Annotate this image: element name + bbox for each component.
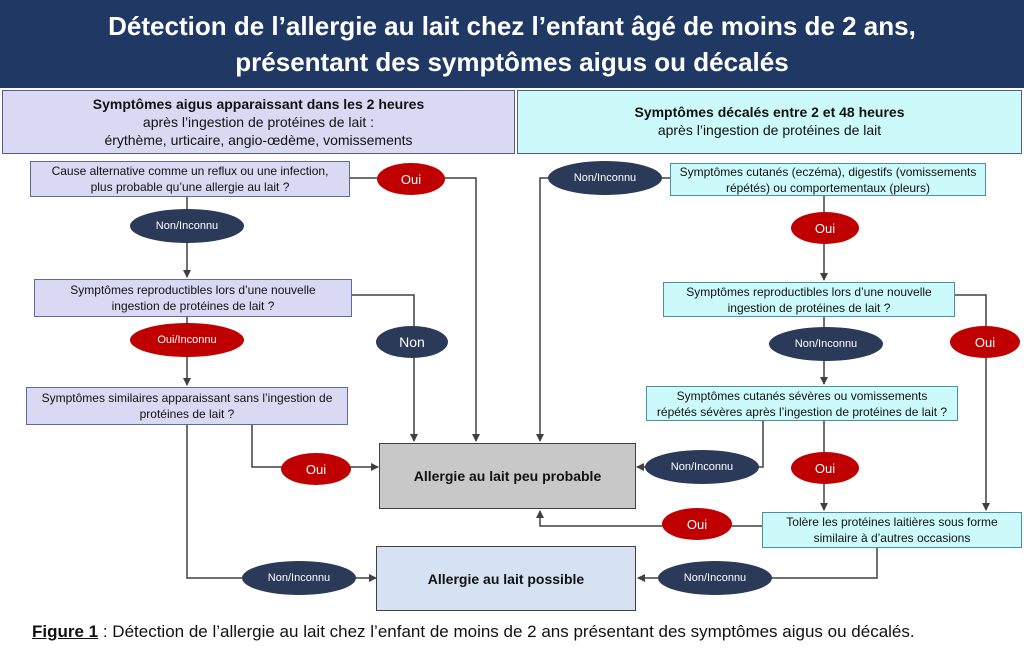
left-q3-non-inconnu-pill: Non/Inconnu [242, 561, 356, 595]
line-r2-oui-to-r4 [955, 294, 990, 511]
left-q1-non-inconnu-pill: Non/Inconnu [130, 209, 244, 243]
right-q1-oui-pill: Oui [791, 212, 859, 244]
diagram-title: Détection de l’allergie au lait chez l’e… [0, 0, 1024, 88]
left-question-similar-symptoms: Symptômes similaires apparaissant sans l… [26, 387, 348, 425]
line-q3-non-to-possible [186, 425, 377, 582]
left-q2-line2: ingestion de protéines de lait ? [111, 299, 275, 313]
left-question-alternative-cause: Cause alternative comme un reflux ou une… [30, 161, 350, 197]
left-q2-line1: Symptômes reproductibles lors d’une nouv… [70, 283, 316, 297]
right-q1-line2: répétés) ou comportementaux (pleurs) [725, 180, 931, 195]
title-line-1: Détection de l’allergie au lait chez l’e… [108, 11, 916, 41]
left-q3-line2: protéines de lait ? [139, 407, 235, 421]
right-q2-line2: ingestion de protéines de lait ? [727, 300, 891, 315]
acute-header-title: Symptômes aigus apparaissant dans les 2 … [92, 96, 425, 112]
right-q3-line2: répétés sévères après l’ingestion de pro… [656, 404, 948, 419]
line-q1-oui-to-unlikely [350, 177, 480, 442]
caption-text: : Détection de l’allergie au lait chez l… [98, 622, 915, 641]
right-question-severe-symptoms: Symptômes cutanés sévères ou vomissement… [646, 386, 958, 421]
figure-number: Figure 1 [32, 622, 99, 641]
acute-header-line2: après l’ingestion de protéines de lait : [142, 114, 375, 130]
right-question-skin-digestive-behavioral: Symptômes cutanés (eczéma), digestifs (v… [670, 163, 986, 196]
right-q3-non-inconnu-pill: Non/Inconnu [645, 450, 759, 484]
left-q3-line1: Symptômes similaires apparaissant sans l… [41, 391, 333, 405]
left-q1-line1: Cause alternative comme un reflux ou une… [51, 164, 329, 178]
line-q2-non-to-unlikely [352, 294, 418, 442]
outcome-unlikely-label: Allergie au lait peu probable [413, 468, 602, 484]
right-q1-non-inconnu-pill: Non/Inconnu [548, 161, 662, 195]
left-q2-oui-inconnu-pill: Oui/Inconnu [130, 323, 244, 357]
right-question-tolerates-proteins: Tolère les protéines laitières sous form… [762, 512, 1022, 548]
right-q4-line2: similaire à d’autres occasions [813, 531, 971, 545]
left-question-reproducible-symptoms: Symptômes reproductibles lors d’une nouv… [34, 279, 352, 317]
figure-caption: Figure 1 : Détection de l’allergie au la… [32, 622, 915, 642]
left-q1-oui-pill: Oui [377, 163, 445, 195]
right-q1-line1: Symptômes cutanés (eczéma), digestifs (v… [679, 164, 977, 179]
left-q1-line2: plus probable qu’une allergie au lait ? [90, 180, 290, 194]
right-q2-line1: Symptômes reproductibles lors d’une nouv… [686, 284, 932, 299]
right-q3-oui-pill: Oui [791, 452, 859, 484]
right-q2-non-inconnu-pill: Non/Inconnu [769, 327, 883, 361]
right-q4-non-inconnu-pill: Non/Inconnu [658, 561, 772, 595]
left-q2-non-pill: Non [376, 326, 448, 358]
delayed-header-title: Symptômes décalés entre 2 et 48 heures [634, 104, 905, 120]
right-q3-line1: Symptômes cutanés sévères ou vomissement… [676, 388, 928, 403]
outcome-allergy-unlikely: Allergie au lait peu probable [379, 443, 636, 509]
left-q3-oui-pill: Oui [281, 453, 351, 485]
outcome-allergy-possible: Allergie au lait possible [376, 546, 636, 611]
right-q4-line1: Tolère les protéines laitières sous form… [786, 515, 998, 529]
delayed-header-line2: après l’ingestion de protéines de lait [657, 122, 882, 138]
right-question-reproducible-symptoms: Symptômes reproductibles lors d’une nouv… [663, 282, 955, 317]
acute-symptoms-header: Symptômes aigus apparaissant dans les 2 … [2, 90, 515, 154]
delayed-symptoms-header: Symptômes décalés entre 2 et 48 heures a… [517, 90, 1022, 154]
title-line-2: présentant des symptômes aigus ou décalé… [235, 47, 789, 77]
outcome-possible-label: Allergie au lait possible [427, 570, 585, 587]
right-q2-oui-pill: Oui [950, 326, 1020, 358]
acute-header-line3: érythème, urticaire, angio-œdème, vomiss… [104, 132, 413, 148]
right-q4-oui-pill: Oui [662, 508, 732, 540]
